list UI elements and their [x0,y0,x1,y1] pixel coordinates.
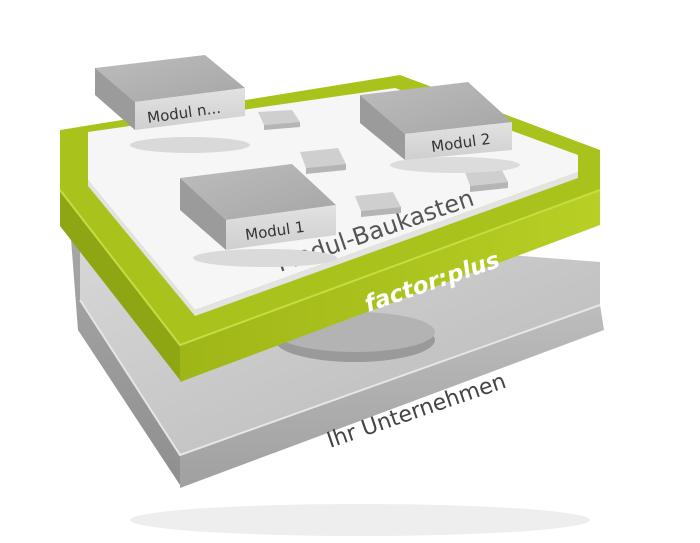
module-n-side [95,68,135,130]
module-2-top [360,82,512,134]
module-2-box: Modul 2 [360,82,520,173]
module-1-top [180,164,336,220]
module-1-shadow [193,249,337,267]
module-2-side [360,95,405,160]
module-1-box: Modul 1 [180,164,337,267]
module-2-front [405,122,512,160]
socket-2 [300,148,346,174]
factor-plus-left-side [60,190,180,380]
module-n-top [95,55,245,102]
module-n-box: Modul n... [95,55,250,153]
company-layer-front-side [180,305,604,488]
factor-plus-rim [59,189,601,347]
company-layer-left-side [70,222,180,485]
company-layer-rim [79,299,601,457]
floor-shadow [130,504,590,536]
socket-3 [355,192,401,217]
module-1-side [180,178,226,250]
module-2-shadow [390,157,520,173]
module-n-shadow [130,137,250,153]
module-n-front [135,88,245,130]
module-1-front [226,205,336,250]
factor-plus-front-side [180,190,600,382]
socket-1 [258,110,300,130]
